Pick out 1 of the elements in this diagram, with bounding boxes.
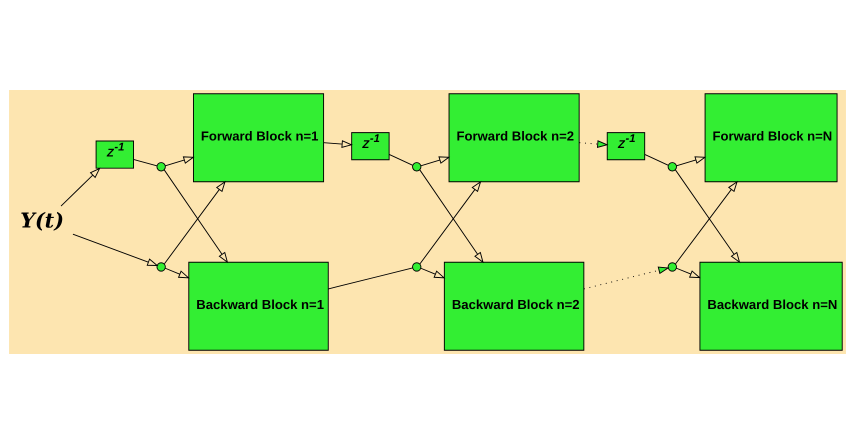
node-text: Y(t) [20, 208, 64, 232]
